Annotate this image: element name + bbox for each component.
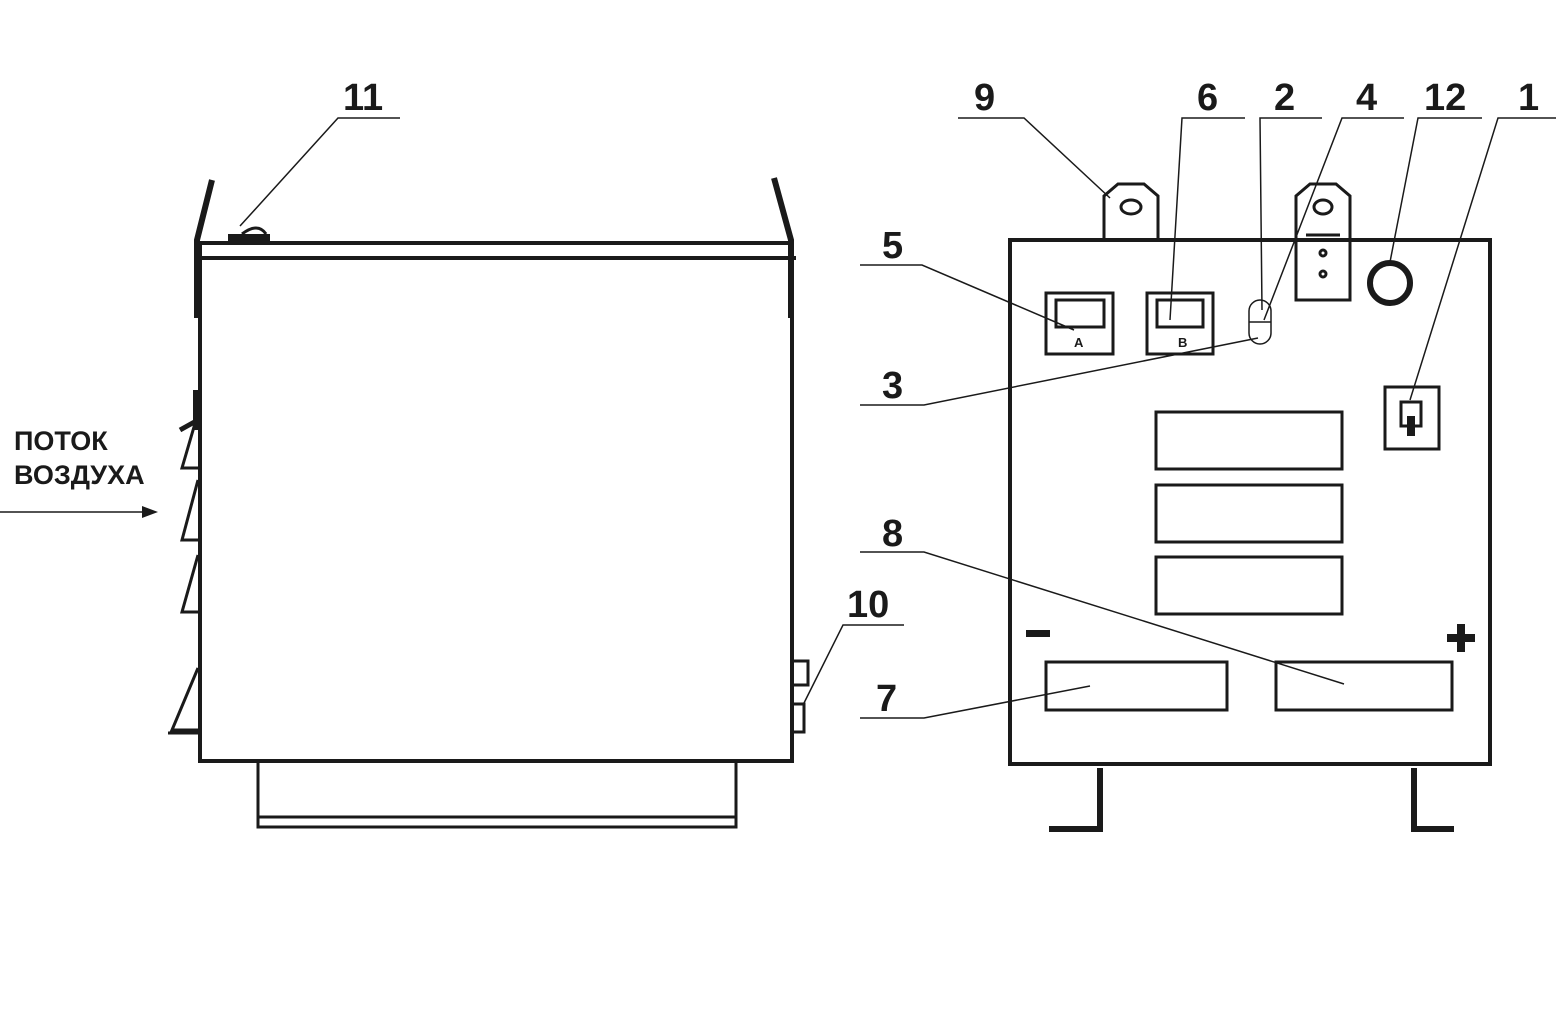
callout-11: 11 bbox=[343, 77, 383, 119]
callout-12: 12 bbox=[1424, 77, 1466, 119]
callout-numbers: 11 9 6 2 4 12 1 5 3 8 7 10 bbox=[343, 77, 1539, 720]
callout-9: 9 bbox=[974, 77, 995, 119]
callout-5: 5 bbox=[882, 225, 903, 267]
round-indicator-lamp bbox=[1367, 260, 1413, 306]
side-view-body bbox=[198, 241, 794, 763]
airflow-indicator: ПОТОК ВОЗДУХА bbox=[0, 426, 158, 518]
terminal-negative bbox=[1044, 660, 1229, 712]
plus-sign bbox=[1447, 624, 1475, 652]
air-inlet-louvers bbox=[168, 390, 200, 735]
mounting-bracket bbox=[1294, 182, 1352, 302]
ammeter-letter: A bbox=[1074, 335, 1084, 350]
lifting-eye bbox=[1102, 182, 1160, 240]
callout-6: 6 bbox=[1197, 77, 1218, 119]
panel-slot-2 bbox=[1154, 483, 1344, 544]
panel-slot-1 bbox=[1154, 410, 1344, 471]
front-view: A B bbox=[1008, 182, 1492, 832]
callout-4: 4 bbox=[1356, 77, 1377, 119]
top-handle bbox=[228, 226, 270, 243]
foot-left bbox=[1049, 768, 1103, 832]
foot-right bbox=[1411, 768, 1454, 832]
side-view-base bbox=[256, 759, 738, 829]
voltmeter: B bbox=[1145, 291, 1215, 356]
airflow-label-line1: ПОТОК bbox=[14, 426, 108, 456]
minus-sign bbox=[1026, 630, 1050, 637]
power-switch bbox=[1383, 385, 1441, 451]
callout-10: 10 bbox=[847, 584, 889, 626]
panel-slot-3 bbox=[1154, 555, 1344, 616]
side-lifting-bracket-left bbox=[194, 179, 215, 318]
callout-leaders bbox=[239, 117, 1556, 719]
terminal-positive bbox=[1274, 660, 1454, 712]
front-panel bbox=[1008, 238, 1492, 766]
side-view bbox=[168, 177, 810, 829]
callout-8: 8 bbox=[882, 513, 903, 555]
indicator-lamps bbox=[1248, 299, 1272, 345]
airflow-label-line2: ВОЗДУХА bbox=[14, 460, 145, 490]
callout-7: 7 bbox=[876, 678, 897, 720]
airflow-arrow-head bbox=[142, 506, 158, 518]
side-lifting-bracket-right bbox=[771, 177, 794, 318]
voltmeter-letter: B bbox=[1178, 335, 1187, 350]
callout-1: 1 bbox=[1518, 77, 1539, 119]
side-connector-boxes bbox=[790, 659, 810, 734]
callout-2: 2 bbox=[1274, 77, 1295, 119]
callout-3: 3 bbox=[882, 365, 903, 407]
ammeter: A bbox=[1044, 291, 1115, 356]
